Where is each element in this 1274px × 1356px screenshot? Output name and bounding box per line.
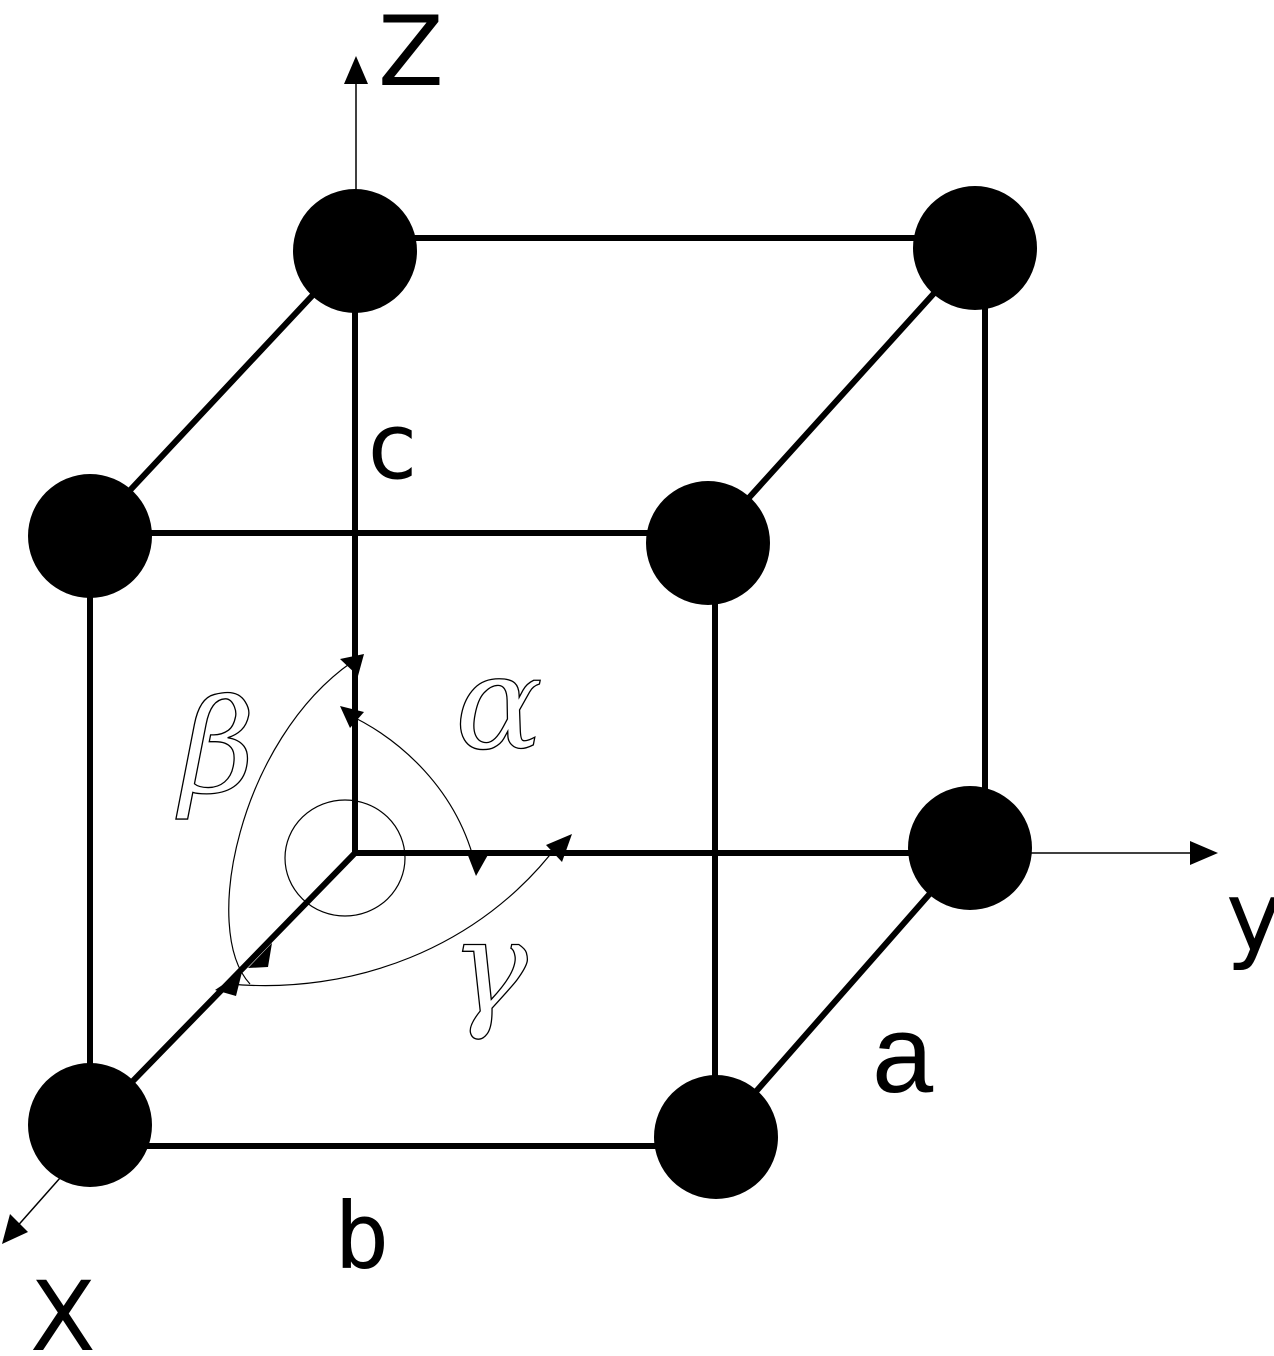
x-axis-label: X <box>30 1261 96 1356</box>
z-axis-arrowhead <box>344 56 368 84</box>
x-axis <box>13 1177 61 1231</box>
angle-label-gamma: γ <box>450 891 528 1043</box>
atom-front-bottom-right <box>654 1075 778 1199</box>
atom-front-top-left <box>28 474 152 598</box>
atom-front-top-right <box>646 481 770 605</box>
origin-angle-circle <box>284 799 406 917</box>
z-axis-label: Z <box>378 0 444 108</box>
edge-label-a: a <box>872 993 934 1116</box>
lattice-atoms <box>28 186 1037 1199</box>
gamma-arrowhead-y <box>546 834 572 862</box>
angle-markers <box>215 654 572 996</box>
beta-arrowhead-z <box>340 654 364 676</box>
x-axis-arrowhead <box>2 1214 28 1244</box>
edge-label-c: c <box>364 393 419 500</box>
edge-top-right-depth <box>705 245 978 546</box>
gamma-arrowhead-x <box>215 972 242 996</box>
atom-back-top-left <box>293 189 417 313</box>
edge-top-left-depth <box>87 247 358 536</box>
angle-beta-arc <box>228 661 353 985</box>
y-axis-label: y <box>1226 861 1274 973</box>
alpha-arrowhead-y <box>467 853 489 876</box>
angle-label-beta: β <box>175 671 255 823</box>
atom-front-bottom-left <box>28 1063 152 1187</box>
edge-label-b: b <box>334 1183 389 1290</box>
edge-bottom-right-depth <box>713 845 973 1140</box>
atom-back-top-right <box>913 186 1037 310</box>
y-axis-arrowhead <box>1190 841 1218 865</box>
angle-label-alpha: α <box>455 627 543 779</box>
alpha-arrowhead-z <box>340 706 364 728</box>
beta-arrowhead-x <box>248 943 272 968</box>
angle-alpha-arc <box>344 712 477 869</box>
atom-back-bottom-right <box>908 786 1032 910</box>
angle-gamma-arc <box>229 841 561 987</box>
